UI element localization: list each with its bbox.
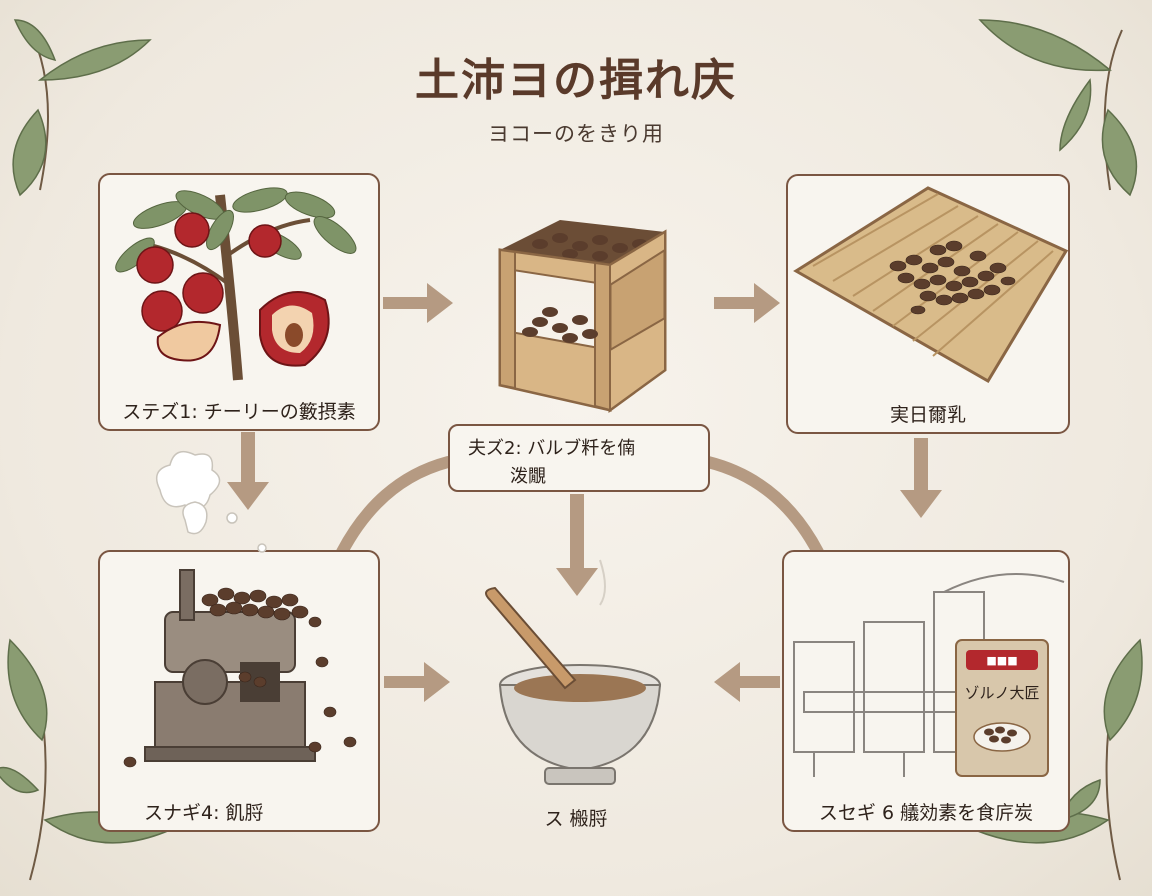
step2-label-line1: 夫ズ2: バルブ粁を㑲	[468, 438, 636, 459]
arrow-step2-to-step3	[714, 283, 780, 323]
package-name-text: ゾルノ大匠	[964, 684, 1039, 702]
step3-card: 実日爾乳	[786, 174, 1070, 434]
step4-label: スナギ4: 飢脟	[144, 802, 264, 824]
step6-card: ■■■ ゾルノ大匠 スセギ 6 艤効素を食庍炭	[782, 550, 1070, 832]
diagram-subtitle: ヨコーのをきり用	[488, 122, 664, 146]
cherry-tree-illustration	[115, 187, 357, 381]
package-badge-text: ■■■	[986, 654, 1017, 667]
flow-arrows	[227, 283, 942, 702]
arc-right	[702, 456, 824, 558]
leaf-icon-top-right	[978, 19, 1138, 197]
arrow-step1-to-step2	[383, 283, 453, 323]
diagram-title: 土沛ヨの揖れ庆	[415, 55, 737, 106]
step3-label: 実日爾乳	[889, 404, 966, 426]
step1-label: ステズ1: チーリーの籔摂素	[122, 401, 356, 423]
coffee-package-icon: ■■■ ゾルノ大匠	[955, 639, 1049, 777]
arrow-step2-down	[556, 494, 598, 596]
roaster-machine-illustration	[123, 569, 357, 768]
step2-label-line2: 泼覵	[510, 466, 546, 487]
factory-illustration: ■■■ ゾルノ大匠	[793, 573, 1065, 777]
leaf-icon-top-left	[12, 19, 152, 197]
step2-label-box: 夫ズ2: バルブ粁を㑲 泼覵	[448, 424, 710, 492]
arrow-step6-to-step5	[714, 662, 780, 702]
bamboo-tray-illustration	[793, 186, 1068, 384]
arrow-step1-down	[227, 432, 269, 510]
curved-connectors	[336, 456, 824, 558]
step6-label: スセギ 6 艤効素を食庍炭	[818, 802, 1034, 824]
arrow-step4-to-step5	[384, 662, 450, 702]
step5-label: ス 㮽脟	[544, 808, 608, 830]
step1-card: ステズ1: チーリーの籔摂素	[98, 173, 380, 431]
arrow-step3-down	[900, 438, 942, 518]
step4-card: スナギ4: 飢脟	[98, 550, 380, 832]
arc-left	[336, 456, 454, 558]
